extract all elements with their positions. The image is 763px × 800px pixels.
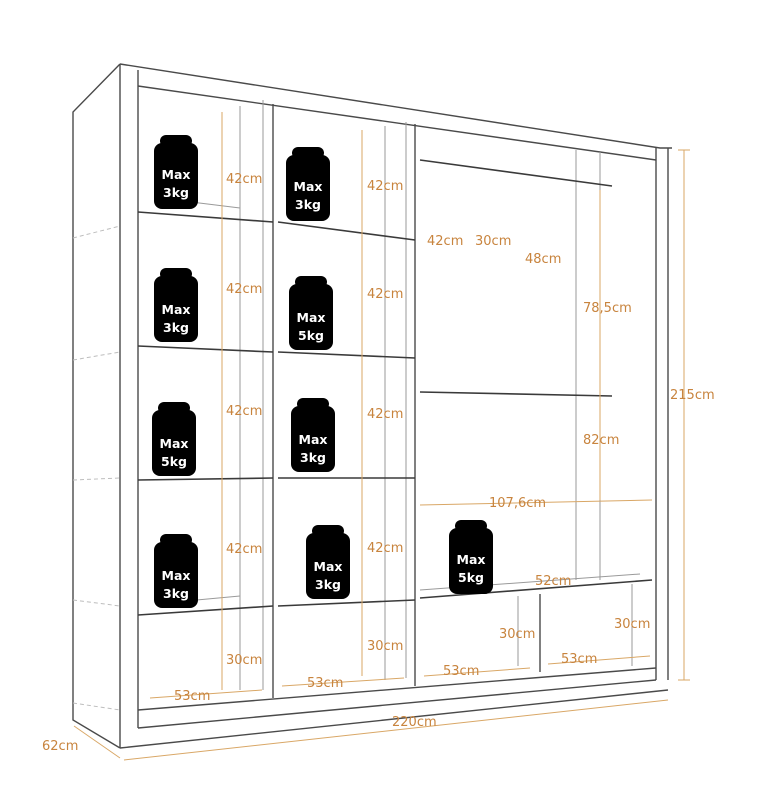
dim-compartment-width: 53cm — [443, 664, 479, 679]
dim-compartment-height: 42cm — [226, 542, 262, 557]
weight-max-label: Max — [162, 302, 191, 317]
dim-compartment-height: 42cm — [367, 407, 403, 422]
side-dash-3 — [72, 477, 121, 481]
dim-drawer-height: 30cm — [367, 639, 403, 654]
weight-max-label: Max — [299, 432, 328, 447]
dim-lower-hanging-height: 82cm — [583, 433, 619, 448]
hanging-rail-top — [419, 159, 613, 187]
weight-icon: Max 3kg — [154, 268, 198, 342]
shelf-c2-4 — [277, 599, 416, 607]
weight-value-label: 5kg — [458, 570, 484, 585]
dim-compartment-width: 53cm — [174, 689, 210, 704]
guide-drawer-width-2 — [281, 677, 405, 687]
weight-max-label: Max — [294, 179, 323, 194]
shelf-c2-2 — [277, 351, 416, 359]
weight-max-label: Max — [162, 167, 191, 182]
guide-height-total — [678, 149, 690, 681]
shelf-c1-2 — [137, 345, 274, 353]
base-front — [119, 689, 669, 749]
weights: Max 3kg Max 3kg Max 3kg Max 5kg Max 5kg — [152, 135, 493, 608]
base-top — [137, 667, 657, 711]
guide-depth — [73, 725, 121, 759]
weight-value-label: 3kg — [163, 586, 189, 601]
shelf-c1-1 — [137, 211, 274, 223]
dim-drawer-height: 30cm — [614, 617, 650, 632]
top-panel — [119, 63, 672, 149]
dim-hanging-area-width: 107,6cm — [489, 496, 546, 511]
dim-rail-section: 48cm — [525, 252, 561, 267]
weight-value-label: 3kg — [295, 197, 321, 212]
dim-shelf-width: 52cm — [535, 574, 571, 589]
dim-compartment-height: 42cm — [367, 541, 403, 556]
dim-upper-hanging-height: 78,5cm — [583, 301, 632, 316]
dim-compartment-width: 53cm — [561, 652, 597, 667]
weight-icon: Max 3kg — [291, 398, 335, 472]
weight-value-label: 5kg — [298, 328, 324, 343]
weight-max-label: Max — [297, 310, 326, 325]
weight-icon: Max 5kg — [289, 276, 333, 350]
shelf-c1-4 — [137, 605, 274, 616]
dim-compartment-height: 42cm — [367, 179, 403, 194]
dim-compartment-height: 42cm — [226, 282, 262, 297]
dim-compartment-height: 42cm — [226, 404, 262, 419]
dim-hanging-depth: 30cm — [475, 234, 511, 249]
weight-max-label: Max — [162, 568, 191, 583]
base-inner — [137, 679, 657, 729]
weight-value-label: 3kg — [163, 185, 189, 200]
weight-icon: Max 5kg — [449, 520, 493, 594]
dim-compartment-height: 42cm — [367, 287, 403, 302]
weight-icon: Max 3kg — [154, 534, 198, 608]
dim-total-width: 220cm — [392, 715, 437, 730]
weight-icon: Max 3kg — [306, 525, 350, 599]
shelf-c3-bottom — [419, 579, 653, 599]
dim-compartment-height: 42cm — [226, 172, 262, 187]
side-dash-2 — [72, 351, 121, 361]
side-dash-4 — [72, 599, 121, 607]
guide-drawer-width-4 — [547, 655, 651, 665]
guide-c3-width — [419, 499, 653, 506]
weight-value-label: 3kg — [315, 577, 341, 592]
dim-compartment-width: 53cm — [307, 676, 343, 691]
shelf-c1-3 — [137, 477, 274, 481]
guide-drawer-width-1 — [149, 689, 263, 699]
dim-drawer-height: 30cm — [226, 653, 262, 668]
weight-icon: Max 3kg — [286, 147, 330, 221]
weight-max-label: Max — [160, 436, 189, 451]
front-frame-top-inner — [137, 85, 657, 161]
weight-value-label: 5kg — [161, 454, 187, 469]
weight-value-label: 3kg — [300, 450, 326, 465]
dimension-labels: 42cm 42cm 42cm 42cm 30cm 42cm 42cm 42cm … — [42, 172, 715, 754]
dim-hanging-width-left: 42cm — [427, 234, 463, 249]
dimension-guides — [73, 112, 690, 761]
side-dash-1 — [72, 225, 121, 239]
weight-value-label: 3kg — [163, 320, 189, 335]
guide-drawer-width-3 — [423, 667, 531, 677]
dim-depth: 62cm — [42, 739, 78, 754]
side-dash-5 — [72, 702, 121, 711]
weight-icon: Max 5kg — [152, 402, 196, 476]
dim-drawer-height: 30cm — [499, 627, 535, 642]
shelf-c2-1 — [277, 221, 416, 241]
hanging-rail-middle — [419, 391, 613, 397]
dim-total-height: 215cm — [670, 388, 715, 403]
weight-max-label: Max — [314, 559, 343, 574]
left-side-panel — [72, 63, 121, 749]
weight-icon: Max 3kg — [154, 135, 198, 209]
guide-width-total — [123, 699, 669, 761]
weight-max-label: Max — [457, 552, 486, 567]
